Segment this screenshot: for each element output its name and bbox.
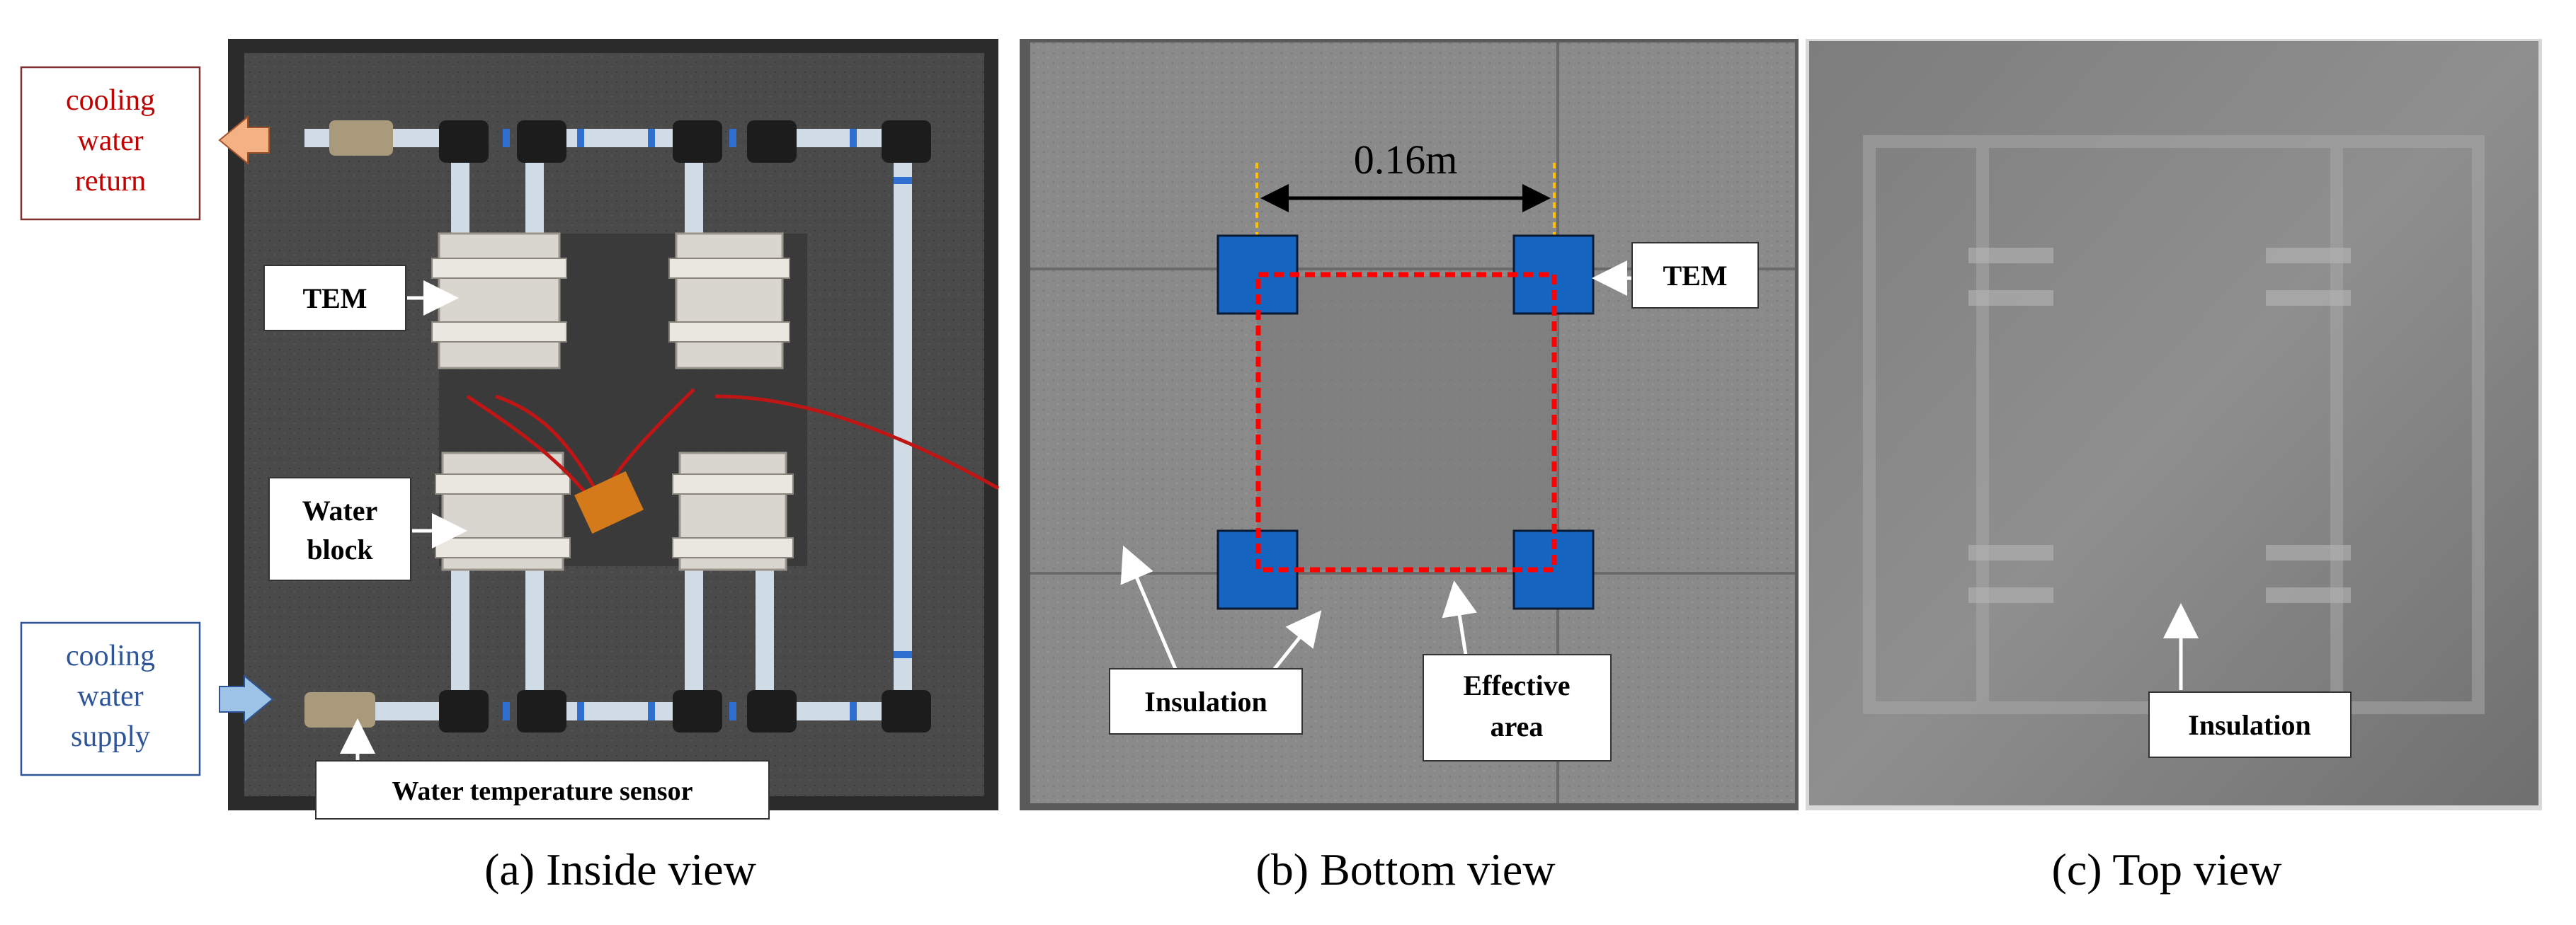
supply-label-box: cooling water supply <box>20 621 201 776</box>
caption-inside: (a) Inside view <box>484 844 756 895</box>
svg-text:Effective: Effective <box>1463 670 1570 701</box>
svg-text:Water: Water <box>302 495 378 527</box>
svg-text:TEM: TEM <box>1663 260 1727 292</box>
supply-sensor-fitting <box>304 692 375 728</box>
return-label-line2: water <box>77 125 143 157</box>
inside-tem-label: TEM <box>263 265 459 331</box>
svg-text:Water temperature sensor: Water temperature sensor <box>392 776 693 806</box>
dimension-label: 0.16m <box>1354 137 1458 183</box>
effective-area-label: Effective area <box>1423 580 1612 762</box>
return-sensor-fitting <box>329 120 393 156</box>
supply-label-line2: water <box>77 680 143 713</box>
return-label-line3: return <box>75 165 146 197</box>
water-pipes <box>304 129 912 720</box>
inside-view-photo <box>228 39 1000 810</box>
supply-label-line1: cooling <box>66 640 155 672</box>
bottom-tem-label: TEM <box>1592 242 1759 309</box>
return-label-box: cooling water return <box>20 66 201 221</box>
bottom-view-photo <box>1020 39 1799 810</box>
caption-top: (c) Top view <box>2052 844 2282 895</box>
supply-arrow <box>219 674 274 725</box>
pipe-fittings <box>439 120 931 732</box>
dimension-indicator: 0.16m <box>1255 137 1556 304</box>
svg-text:area: area <box>1491 711 1544 742</box>
svg-text:block: block <box>307 534 373 565</box>
block-straps <box>431 258 794 558</box>
return-label-line1: cooling <box>66 84 155 117</box>
svg-text:Insulation: Insulation <box>1144 686 1267 718</box>
circuit-board <box>574 471 644 534</box>
top-view-photo <box>1806 39 2542 810</box>
effective-area-outline <box>1255 272 1557 573</box>
pipe-clamps <box>503 129 912 720</box>
bottom-insulation-label: Insulation <box>1109 545 1322 735</box>
caption-bottom: (b) Bottom view <box>1255 844 1555 895</box>
svg-text:Insulation: Insulation <box>2188 709 2310 741</box>
svg-text:TEM: TEM <box>302 282 367 314</box>
water-block-label: Water block <box>268 477 467 581</box>
top-insulation-label: Insulation <box>2148 603 2352 758</box>
supply-label-line3: supply <box>71 720 150 753</box>
sensor-label: Water temperature sensor <box>315 718 770 820</box>
return-arrow <box>218 115 270 166</box>
